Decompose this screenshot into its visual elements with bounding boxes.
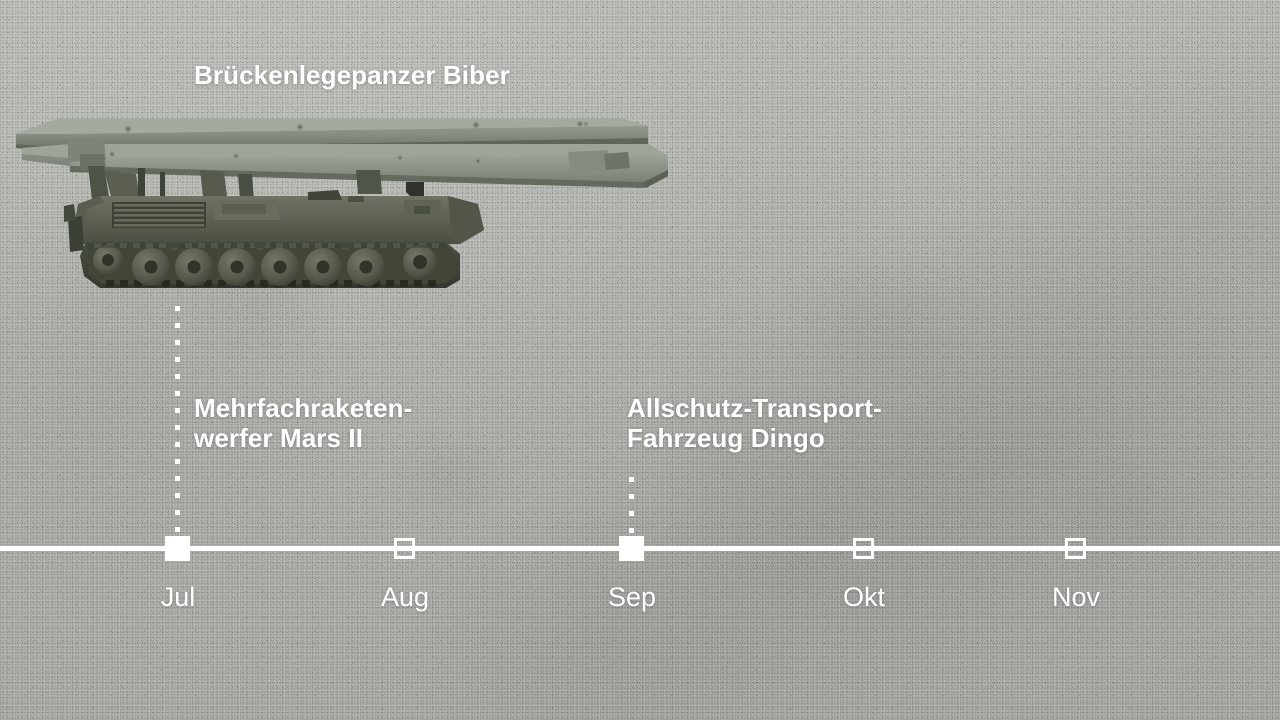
timeline-month-label-okt: Okt [842,582,886,612]
tank-tracks [80,238,460,288]
timeline-month-label-jul: Jul [160,582,196,612]
connector-dotted-line-dingo [629,477,634,538]
bridge-upper-leaf [16,118,648,154]
annotation-label-dingo: Allschutz-Transport- Fahrzeug Dingo [627,393,882,454]
tank-hull [64,190,484,252]
connector-dotted-line-biber [175,306,180,538]
timeline-month-label-nov: Nov [1051,582,1101,612]
engine-louvers [112,202,206,228]
timeline-month-label-sep: Sep [607,582,657,612]
timeline-marker-aug[interactable] [394,538,415,559]
annotation-label-mars: Mehrfachraketen- werfer Mars II [194,393,413,454]
timeline-month-label-aug: Aug [380,582,430,612]
timeline-marker-jul[interactable] [165,536,190,561]
timeline-marker-sep[interactable] [619,536,644,561]
annotation-label-biber: Brückenlegepanzer Biber [194,60,510,90]
bridge-layer-tank-photo [8,104,668,304]
timeline-marker-okt[interactable] [853,538,874,559]
bridge-lower-leaf [22,140,668,198]
timeline-marker-nov[interactable] [1065,538,1086,559]
